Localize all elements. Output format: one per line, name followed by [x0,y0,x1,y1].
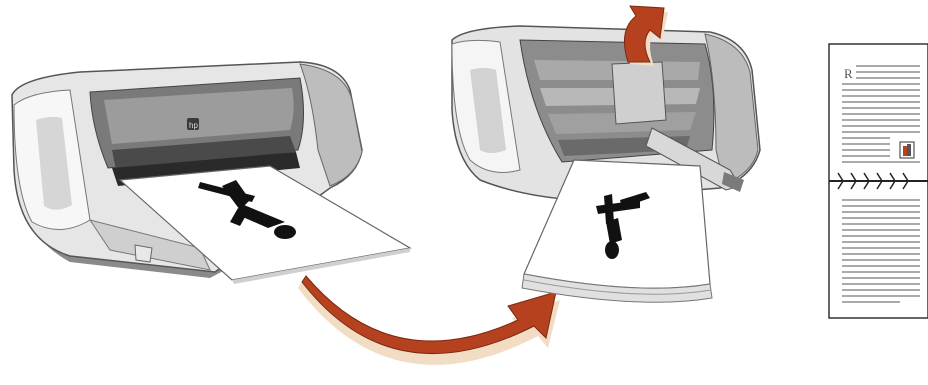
left-printer-icon: hp [12,62,410,284]
bound-booklet-icon: R [829,44,928,318]
right-printer-icon [452,26,760,302]
page-letter: R [844,66,853,81]
curved-arrow-icon [298,276,560,365]
svg-text:hp: hp [189,121,198,130]
